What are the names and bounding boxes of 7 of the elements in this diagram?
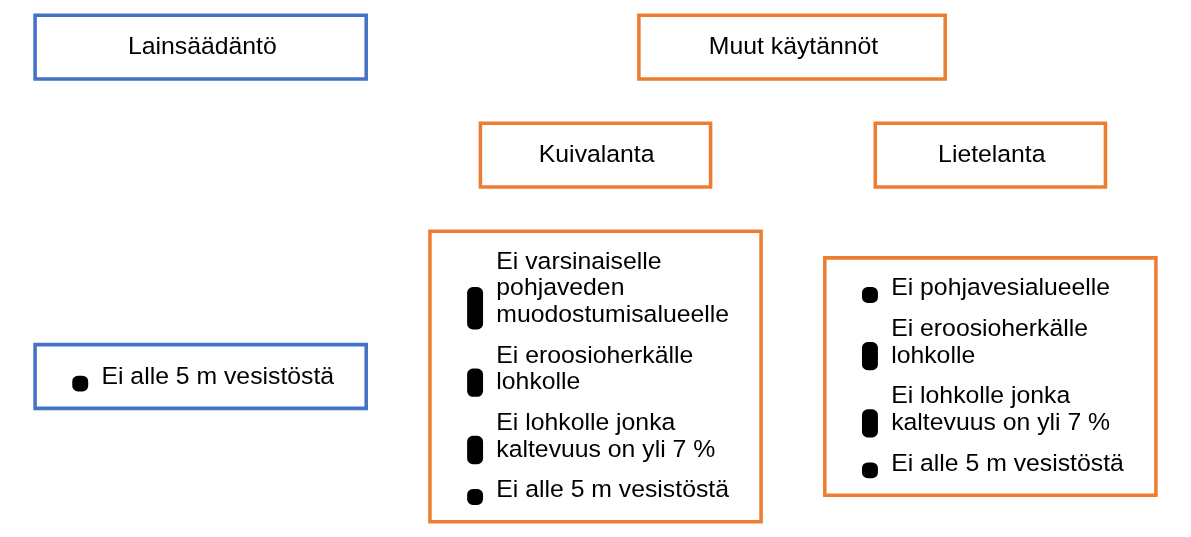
node-box: Lietelanta: [873, 121, 1108, 189]
node-box: Ei varsinaiselle pohjaveden muodostumisalueelle Ei eroosioherkälle lohkolle Ei lohkolle jonka kaltevuus on yli 7 % Ei alle 5 m vesistöstä: [428, 229, 763, 524]
node-box: Ei pohjavesialueelle Ei eroosioherkälle lohkolle Ei lohkolle jonka kaltevuus on yli 7 % Ei alle 5 m vesistöstä: [823, 256, 1158, 497]
node-box: Ei alle 5 m vesistöstä: [33, 342, 368, 411]
node-box: Kuivalanta: [478, 121, 713, 189]
node-box: Muut käytännöt: [637, 13, 947, 81]
node-box: Lainsäädäntö: [33, 13, 368, 81]
